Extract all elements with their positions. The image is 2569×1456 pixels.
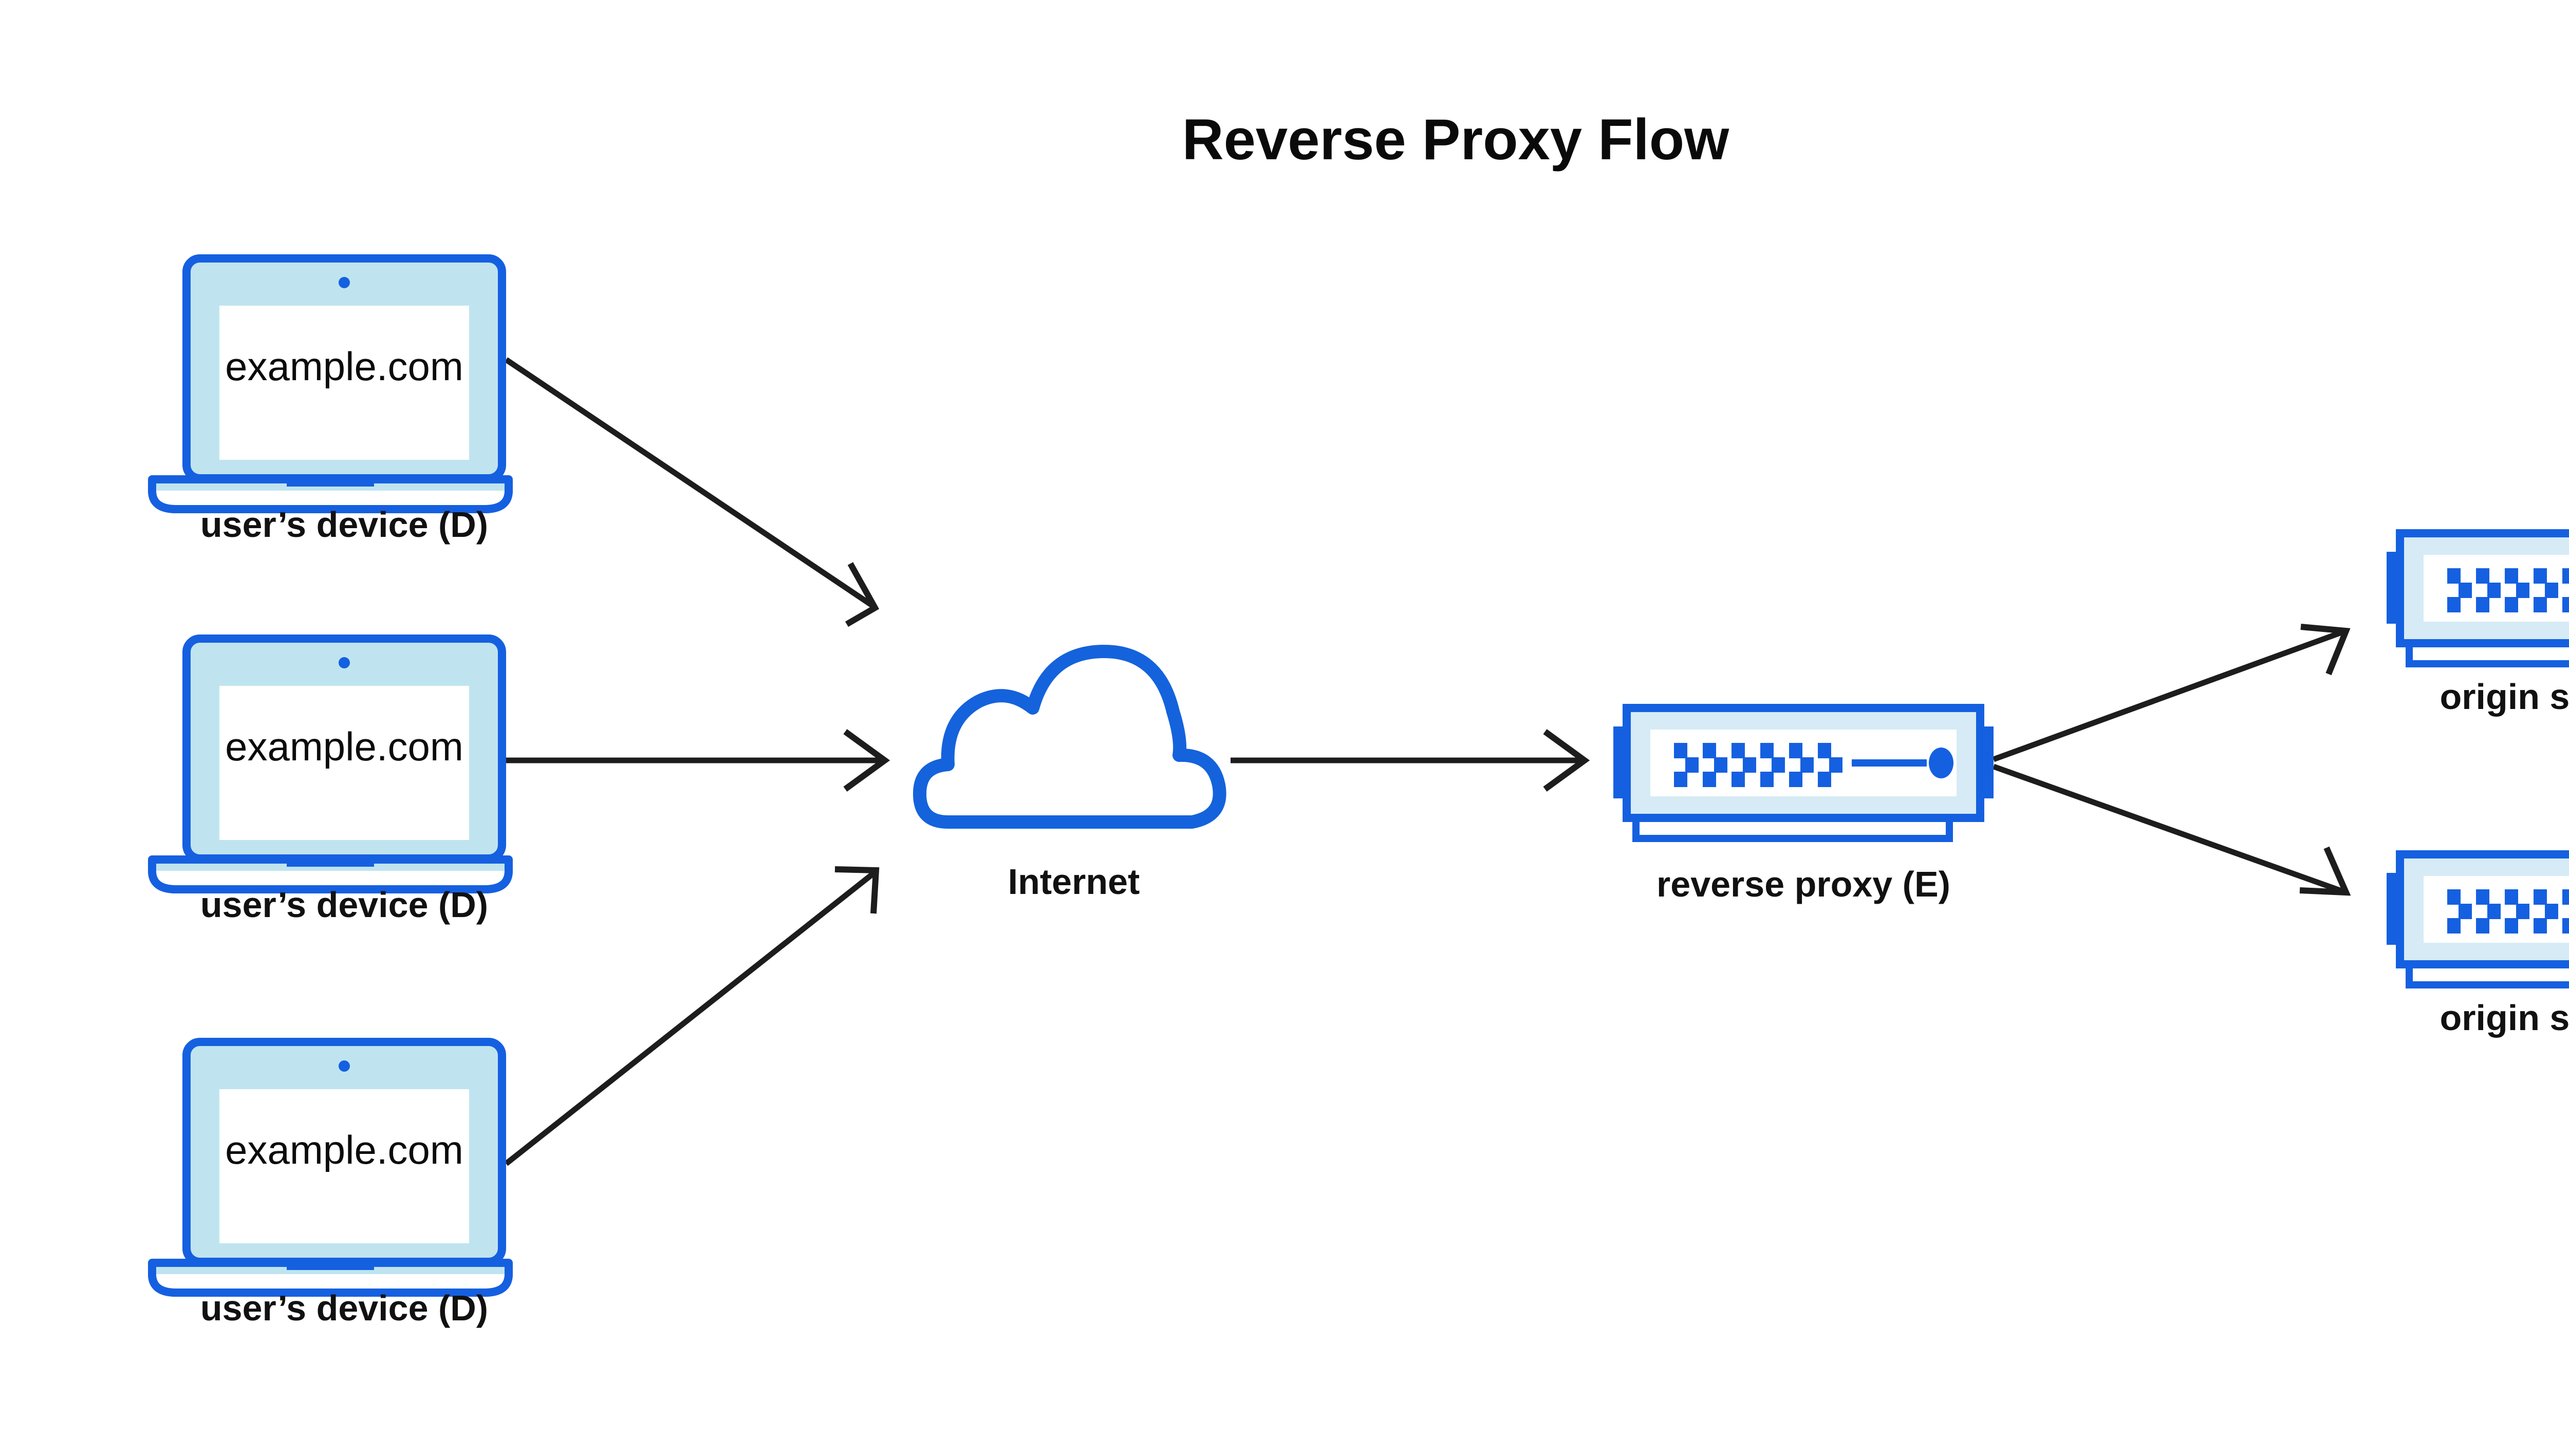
connector-reverse-proxy-to-origin-bottom <box>1993 763 2351 896</box>
connector-client-bottom-to-internet <box>504 866 880 1166</box>
node-label-client-bottom: user’s device (D) <box>200 1288 488 1328</box>
node-client-bottom[interactable]: example.com user’s device (D) <box>152 1042 509 1328</box>
connector-client-middle-to-internet <box>506 729 890 792</box>
node-label-client-middle: user’s device (D) <box>200 885 488 925</box>
server-icon <box>1613 708 1994 838</box>
browser-url-text: example.com <box>225 724 463 769</box>
browser-url-text: example.com <box>225 1127 463 1172</box>
node-label-origin-top: origin server (F) <box>2440 677 2569 717</box>
page-title: Reverse Proxy Flow <box>1182 107 1729 172</box>
connector-reverse-proxy-to-origin-top <box>1993 624 2351 762</box>
server-icon <box>2387 854 2569 985</box>
node-client-middle[interactable]: example.com user’s device (D) <box>152 639 509 925</box>
node-internet[interactable]: Internet <box>913 644 1226 902</box>
node-client-top[interactable]: example.com user’s device (D) <box>152 258 509 545</box>
node-label-reverse-proxy: reverse proxy (E) <box>1656 864 1950 904</box>
node-origin-top[interactable]: origin server (F) <box>2387 533 2569 717</box>
node-label-internet: Internet <box>1008 862 1140 902</box>
server-icon <box>2387 533 2569 664</box>
connector-internet-to-reverse-proxy <box>1231 729 1590 792</box>
node-label-origin-bottom: origin server (F) <box>2440 998 2569 1038</box>
browser-url-text: example.com <box>225 344 463 389</box>
connector-client-top-to-internet <box>504 357 880 627</box>
node-reverse-proxy[interactable]: reverse proxy (E) <box>1613 708 1994 904</box>
node-origin-bottom[interactable]: origin server (F) <box>2387 854 2569 1038</box>
node-label-client-top: user’s device (D) <box>200 505 488 545</box>
cloud-icon <box>913 644 1226 829</box>
